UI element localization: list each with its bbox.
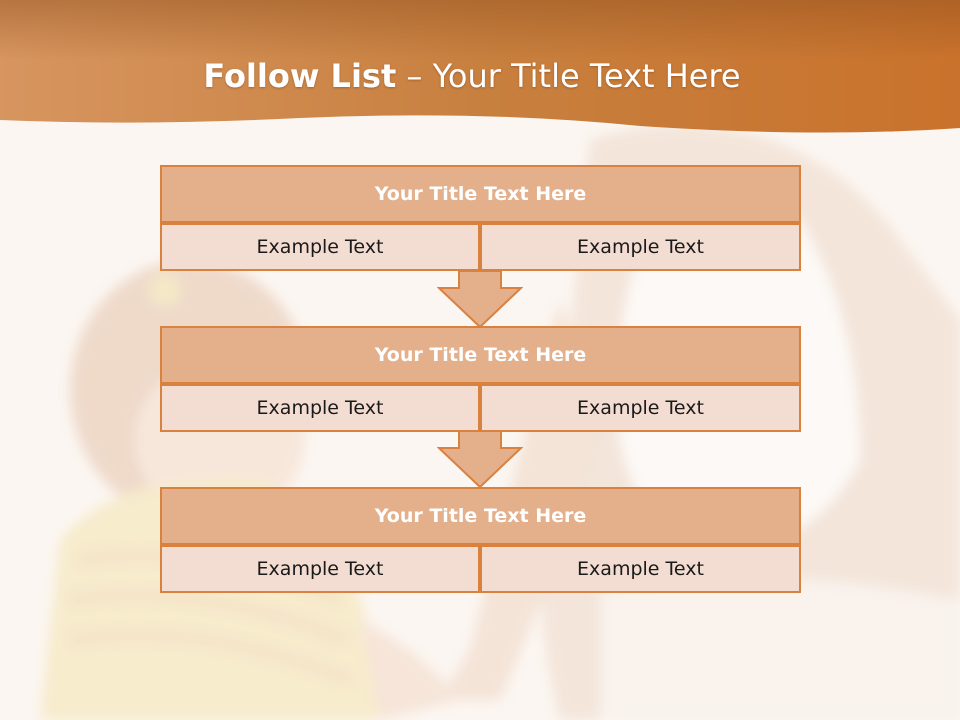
block-title[interactable]: Your Title Text Here <box>160 487 801 545</box>
flow-block-1: Your Title Text Here Example Text Exampl… <box>160 165 801 271</box>
block-title[interactable]: Your Title Text Here <box>160 326 801 384</box>
block-title[interactable]: Your Title Text Here <box>160 165 801 223</box>
slide-title: Follow List – Your Title Text Here <box>0 52 944 100</box>
slide-title-rest: – Your Title Text Here <box>396 57 741 95</box>
block-cell-right[interactable]: Example Text <box>480 384 801 432</box>
slide-title-bold: Follow List <box>203 57 397 95</box>
block-cell-left[interactable]: Example Text <box>160 384 480 432</box>
flow-block-2: Your Title Text Here Example Text Exampl… <box>160 326 801 432</box>
down-arrow-icon <box>437 430 523 488</box>
block-cell-left[interactable]: Example Text <box>160 545 480 593</box>
block-cell-left[interactable]: Example Text <box>160 223 480 271</box>
header-band <box>0 0 960 133</box>
block-cell-right[interactable]: Example Text <box>480 545 801 593</box>
flow-block-3: Your Title Text Here Example Text Exampl… <box>160 487 801 593</box>
down-arrow-icon <box>437 270 523 328</box>
block-cell-right[interactable]: Example Text <box>480 223 801 271</box>
